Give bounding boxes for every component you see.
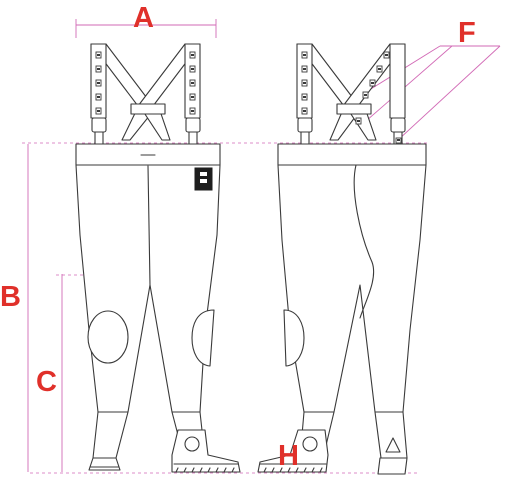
front-view <box>75 43 241 473</box>
back-view <box>257 43 427 475</box>
dimension-label-h: H <box>278 440 299 472</box>
back-left-boot <box>257 429 329 473</box>
front-strap-buckles <box>95 51 196 115</box>
back-strap-buckles <box>301 51 402 144</box>
dimension-label-b: B <box>0 281 21 313</box>
back-suspenders <box>296 43 406 145</box>
back-right-boot <box>377 437 408 475</box>
back-body <box>277 143 427 459</box>
front-suspenders <box>90 43 201 145</box>
dimension-label-c: C <box>36 366 57 398</box>
front-left-boot <box>88 457 121 471</box>
dimension-label-a: A <box>133 2 154 34</box>
front-body <box>75 143 221 459</box>
front-right-boot <box>171 429 241 473</box>
dimension-label-f: F <box>458 17 476 49</box>
